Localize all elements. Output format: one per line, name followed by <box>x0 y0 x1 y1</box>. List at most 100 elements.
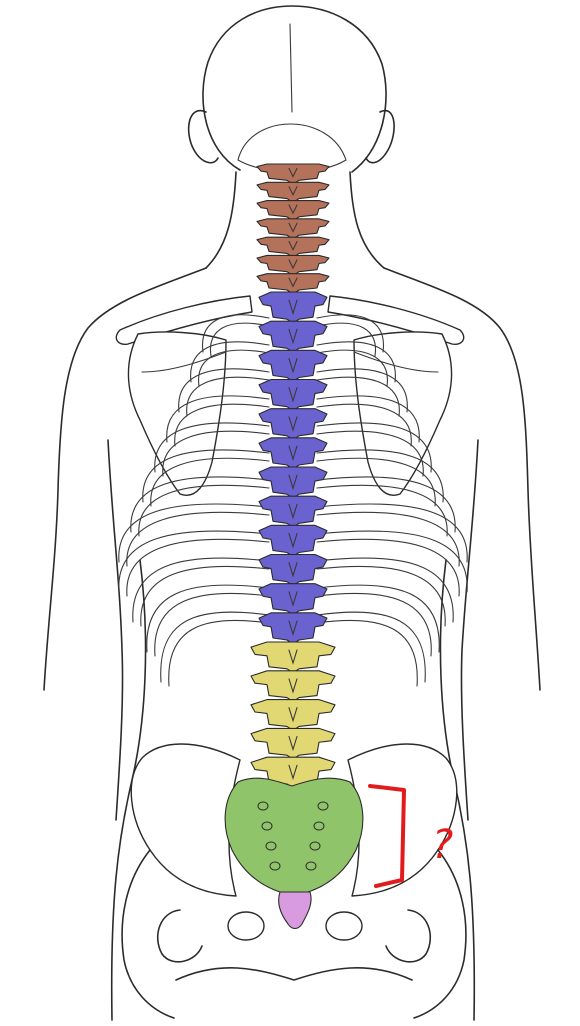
question-mark: ? <box>432 822 453 868</box>
lumbar-vertebra-4 <box>250 727 336 760</box>
annotation-bracket <box>368 784 406 888</box>
rib-left-7 <box>130 476 270 533</box>
thoracic-vertebra-5 <box>258 408 328 441</box>
rib-right-3-lower-edge <box>316 376 400 417</box>
thoracic-spinous-process-2 <box>288 328 298 345</box>
thoracic-vertebra-7 <box>258 466 328 499</box>
thoracic-spinous-process-9 <box>288 532 298 549</box>
rib-right-1 <box>316 314 384 353</box>
rib-right-10-lower-edge <box>316 565 446 627</box>
rib-right-8 <box>316 503 468 563</box>
rib-left-2 <box>190 341 270 383</box>
cervical-spinous-process-4 <box>288 222 298 233</box>
rib-left-12-lower-edge <box>168 619 270 687</box>
rib-right-12 <box>316 611 426 683</box>
rib-cage <box>118 314 468 687</box>
cervical-vertebra-2 <box>256 181 330 204</box>
rib-right-7-lower-edge <box>316 484 448 537</box>
rib-right-4 <box>316 395 420 443</box>
thoracic-vertebra-11 <box>258 583 328 616</box>
rib-left-9 <box>118 530 270 593</box>
rib-right-5-lower-edge <box>316 430 424 477</box>
sacral-foramen-right-1 <box>317 801 329 811</box>
sacrum <box>224 777 364 893</box>
rib-left-10 <box>132 557 270 623</box>
sacral-foramen-left-2 <box>261 821 273 831</box>
left-iliac-wing <box>130 743 241 897</box>
shoulder-girdle <box>115 295 465 496</box>
left-scapula <box>127 331 227 496</box>
coccyx <box>278 891 312 930</box>
rib-right-7 <box>316 476 456 533</box>
rib-right-8-lower-edge <box>316 511 460 567</box>
thoracic-vertebra-2 <box>258 320 328 353</box>
lumbar-vertebra-1 <box>250 641 336 674</box>
cervical-vertebra-6 <box>256 254 330 277</box>
sacral-foramen-right-3 <box>309 841 321 851</box>
rib-left-11 <box>146 584 270 653</box>
rib-left-10-lower-edge <box>140 565 270 627</box>
lumbar-spinous-process-2 <box>288 678 298 694</box>
thoracic-spinous-process-1 <box>288 299 298 316</box>
sacral-foramen-left-4 <box>269 861 281 871</box>
cervical-vertebra-1 <box>256 163 330 185</box>
rib-left-8 <box>118 503 270 563</box>
thoracic-spinous-process-8 <box>288 503 298 520</box>
sacral-foramen-left-1 <box>257 801 269 811</box>
right-arm-inner <box>460 439 479 821</box>
thoracic-spinous-process-12 <box>288 620 298 637</box>
cervical-spinous-process-3 <box>288 204 298 215</box>
left-hip <box>121 849 175 1019</box>
thoracic-spinous-process-5 <box>288 416 298 432</box>
cervical-spinous-process-2 <box>288 186 298 197</box>
thoracic-spinous-process-11 <box>288 591 298 607</box>
lumbar-spinous-process-4 <box>288 735 298 752</box>
left-arm-inner <box>107 439 124 821</box>
sacral-foramen-left-3 <box>265 841 277 851</box>
rib-right-9 <box>316 530 468 593</box>
rib-left-12 <box>160 611 270 683</box>
right-scapula <box>353 331 453 496</box>
rib-right-2 <box>316 341 396 383</box>
thoracic-spinous-process-10 <box>288 562 298 578</box>
rib-left-6-lower-edge <box>150 457 270 507</box>
cervical-vertebra-3 <box>256 200 330 222</box>
cervical-vertebra-7 <box>256 273 330 295</box>
right-obturator-foramen <box>325 911 363 941</box>
rib-left-1 <box>202 314 270 353</box>
left-ear <box>187 109 219 164</box>
rib-left-7-lower-edge <box>138 484 270 537</box>
rib-left-5 <box>154 422 270 473</box>
right-ear <box>365 109 395 164</box>
rib-left-3-lower-edge <box>186 376 270 417</box>
rib-right-2-lower-edge <box>316 349 388 387</box>
rib-left-8-lower-edge <box>126 511 270 567</box>
lumbar-spinous-process-3 <box>288 707 298 723</box>
rib-right-4-lower-edge <box>316 403 412 447</box>
cervical-vertebra-5 <box>256 236 330 258</box>
rib-right-11-lower-edge <box>316 592 432 657</box>
rib-left-2-lower-edge <box>198 349 270 387</box>
lumbar-vertebra-2 <box>250 670 336 703</box>
rib-left-5-lower-edge <box>162 430 270 477</box>
left-shoulder <box>43 267 207 691</box>
rib-right-9-lower-edge <box>316 538 460 597</box>
rib-left-4-lower-edge <box>174 403 270 447</box>
head-outline <box>202 5 387 173</box>
rib-right-1-lower-edge <box>316 322 377 357</box>
left-femur-head <box>156 909 203 963</box>
rib-left-1-lower-edge <box>209 322 270 357</box>
sacrum-coccyx <box>224 777 364 930</box>
sacral-foramen-right-2 <box>313 821 325 831</box>
thoracic-vertebra-10 <box>258 553 328 587</box>
cervical-spinous-process-6 <box>288 259 298 270</box>
rib-left-11-lower-edge <box>154 592 270 657</box>
rib-right-11 <box>316 584 440 653</box>
thoracic-spinous-process-7 <box>288 474 298 491</box>
cervical-spinous-process-1 <box>288 167 298 178</box>
right-hip <box>413 849 467 1019</box>
left-scapula-spine <box>141 351 227 373</box>
rib-left-4 <box>166 395 270 443</box>
thoracic-spinous-process-3 <box>288 357 298 374</box>
